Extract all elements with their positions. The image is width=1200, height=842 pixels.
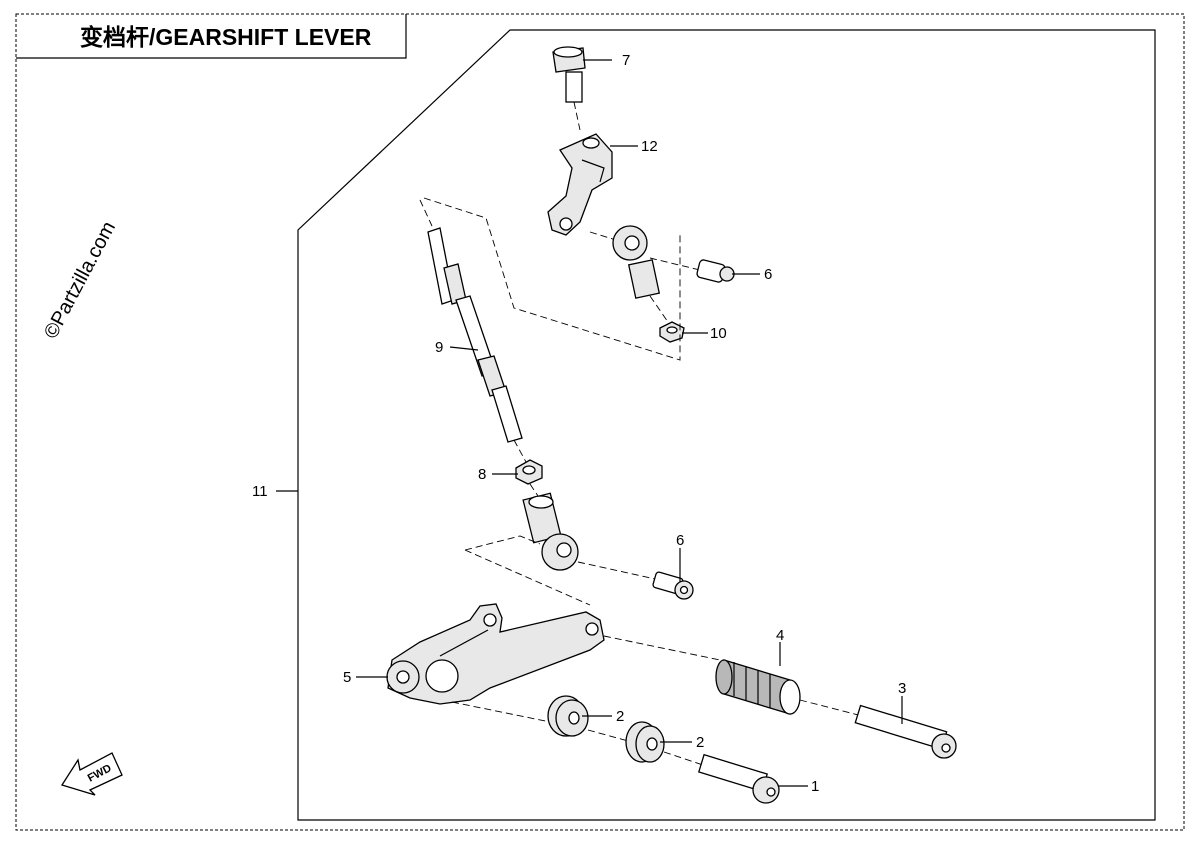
callout-2-b: 2 [696, 734, 704, 751]
callout-8: 8 [478, 466, 486, 483]
page-title: 变档杆/GEARSHIFT LEVER [80, 24, 372, 50]
part-8-nut [515, 459, 543, 485]
callout-2-a: 2 [616, 708, 624, 725]
callout-12: 12 [641, 138, 658, 155]
part-5-lever [386, 603, 605, 705]
title-box: 变档杆/GEARSHIFT LEVER [16, 14, 407, 59]
callout-6-upper: 6 [764, 266, 772, 283]
part-2-washer-b [625, 721, 665, 763]
callout-10: 10 [710, 325, 727, 342]
part-1-pin [697, 753, 780, 804]
part-10-nut [659, 321, 685, 343]
part-9-rod [419, 199, 523, 443]
callout-7: 7 [622, 52, 630, 69]
part-rod-end-lower [522, 492, 579, 571]
part-3-bolt [854, 704, 957, 759]
part-rod-end-upper [612, 225, 661, 299]
part-4-sleeve [715, 659, 801, 715]
callout-9: 9 [435, 339, 443, 356]
callout-3: 3 [898, 680, 906, 697]
assembly-boundary [297, 29, 1156, 821]
callout-11: 11 [252, 483, 268, 500]
callout-4: 4 [776, 627, 784, 644]
part-12-clamp-arm [547, 133, 613, 236]
part-6-bolt-lower [652, 571, 694, 600]
callout-5: 5 [343, 669, 351, 686]
part-2-washer-a [547, 695, 589, 737]
watermark-text: ©Partzilla.com [40, 218, 120, 342]
part-7-bolt [552, 46, 586, 103]
part-6-bolt-upper [696, 259, 735, 283]
page-border [15, 13, 1185, 831]
callout-6-lower: 6 [676, 532, 684, 549]
fwd-arrow-icon: FWD [60, 752, 123, 796]
callout-leaders [276, 59, 903, 787]
callout-1: 1 [811, 778, 819, 795]
